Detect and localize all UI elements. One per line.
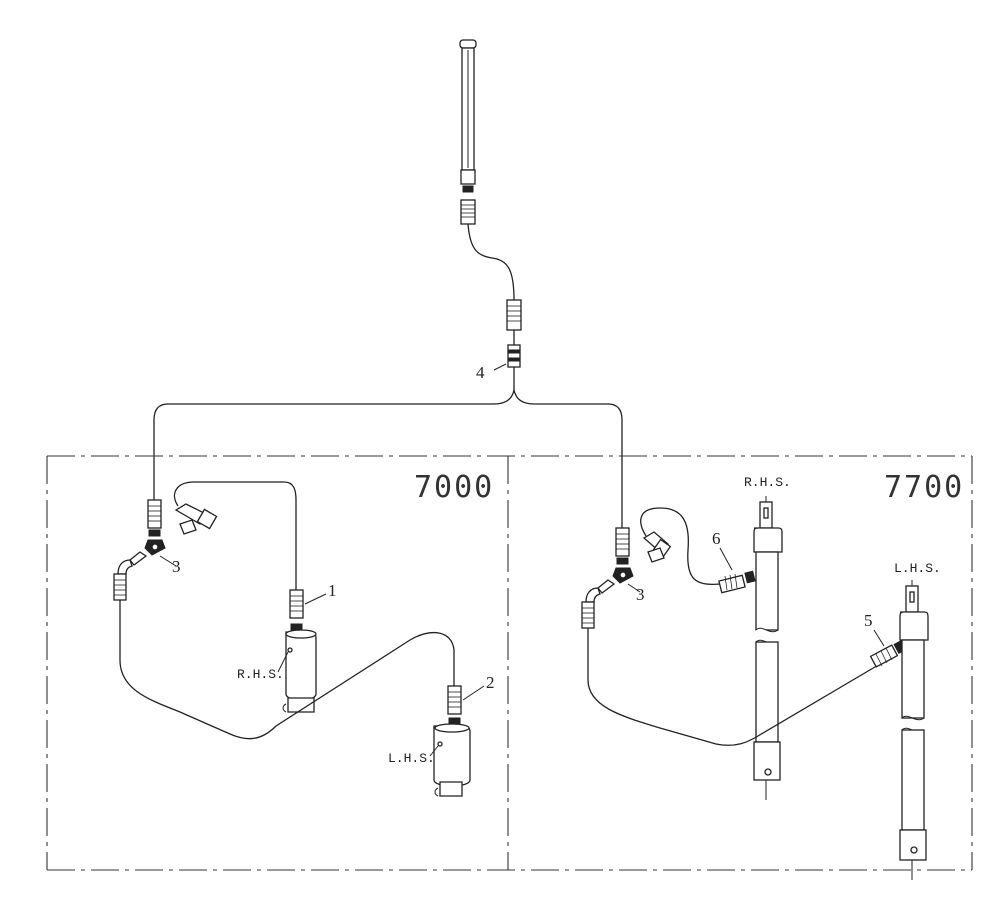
supply-hose [467, 223, 515, 301]
callout-5: 5 [864, 611, 873, 630]
hose-fitting-2 [447, 685, 462, 715]
label-rhs-7000: R.H.S. [237, 667, 284, 682]
callout-3-left: 3 [172, 557, 181, 576]
inline-fitting-4 [507, 344, 521, 368]
label-rhs-7700: R.H.S. [744, 475, 791, 490]
lhs-slave-cylinder-7000 [433, 723, 471, 797]
hose-fitting-6 [718, 570, 756, 594]
split-hose-right [513, 389, 623, 528]
rhs-actuator-7700 [753, 496, 783, 800]
model-label-7700: 7700 [884, 470, 964, 505]
left-tee-assembly [113, 499, 166, 601]
rhs-slave-cylinder-7000 [282, 629, 317, 713]
right-tee-assembly [581, 527, 634, 629]
lhs-actuator-7700 [899, 580, 929, 880]
label-lhs-7700: L.H.S. [894, 561, 941, 576]
callout-2: 2 [486, 673, 495, 692]
model-label-7000: 7000 [414, 470, 494, 505]
left-hose-to-lhs [119, 600, 455, 740]
panel-border [46, 455, 973, 871]
left-elbow-fitting [174, 503, 218, 535]
right-elbow-fitting [642, 531, 672, 563]
split-hose-left [153, 389, 515, 500]
hose-fitting-5 [869, 640, 907, 668]
callout-4: 4 [476, 363, 485, 382]
callout-1: 1 [328, 581, 337, 600]
right-hose-to-rhs [640, 507, 721, 585]
master-cylinder [459, 39, 477, 225]
hose-coupling-upper [506, 299, 522, 331]
callout-6: 6 [712, 529, 721, 548]
label-lhs-7000: L.H.S. [388, 751, 435, 766]
callout-3-right: 3 [636, 585, 645, 604]
left-hose-to-rhs [173, 481, 297, 590]
right-hose-to-lhs [587, 628, 881, 746]
hose-fitting-1 [289, 589, 304, 619]
